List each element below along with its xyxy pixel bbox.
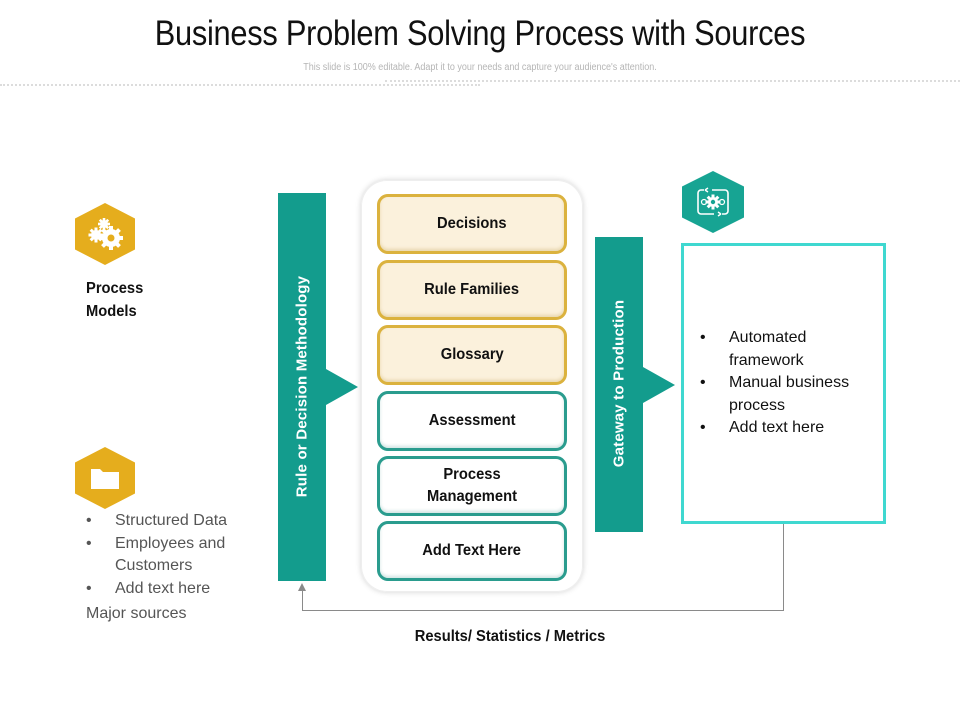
stage-rule-families: Rule Families <box>377 260 567 320</box>
methodology-bar-label: Rule or Decision Methodology <box>293 275 311 498</box>
automation-hex <box>682 171 744 233</box>
gateway-arrow <box>643 367 675 403</box>
slide-title: Business Problem Solving Process with So… <box>154 14 806 53</box>
stage-label: Rule Families <box>424 281 520 298</box>
stage-assessment: Assessment <box>377 391 567 451</box>
header-divider-right <box>385 80 960 82</box>
feedback-label: Results/ Statistics / Metrics <box>414 628 606 645</box>
process-models-hex <box>75 203 135 265</box>
header-divider-left <box>0 84 480 86</box>
major-sources-caption: Major sources <box>86 605 187 622</box>
stage-decisions: Decisions <box>377 194 567 254</box>
stage-label: Decisions <box>437 215 507 232</box>
methodology-arrow <box>326 369 358 405</box>
source-item: Employees and Customers <box>86 533 266 578</box>
gateway-bar-label: Gateway to Production <box>610 299 628 468</box>
output-item: Add text here <box>700 417 880 440</box>
output-item: Automated framework <box>700 327 880 372</box>
feedback-line-horizontal <box>302 610 784 611</box>
stage-glossary: Glossary <box>377 325 567 385</box>
stage-label: Add Text Here <box>422 542 522 559</box>
source-item: Add text here <box>86 578 266 601</box>
folder-icon <box>91 469 119 489</box>
output-list: Automated framework Manual business proc… <box>700 327 880 440</box>
gears-icon <box>88 218 123 250</box>
slide-subtitle: This slide is 100% editable. Adapt it to… <box>303 62 657 73</box>
stage-label: Assessment <box>428 412 516 429</box>
feedback-line-down <box>783 524 784 611</box>
process-models-label: Process Models <box>86 277 143 323</box>
source-item: Structured Data <box>86 510 266 533</box>
gateway-bar <box>595 237 643 532</box>
major-sources-list: Structured Data Employees and Customers … <box>86 510 266 600</box>
methodology-bar <box>278 193 326 581</box>
process-models-label-line2: Models <box>86 303 137 320</box>
automation-gear-icon <box>697 187 729 217</box>
stage-label: Process Management <box>427 466 517 505</box>
feedback-line-up <box>302 590 303 611</box>
major-sources-hex <box>75 447 135 509</box>
feedback-arrowhead <box>298 583 306 591</box>
stage-label: Glossary <box>440 346 504 363</box>
stage-add-text: Add Text Here <box>377 521 567 581</box>
stage-process-management: Process Management <box>377 456 567 516</box>
output-item: Manual business process <box>700 372 880 417</box>
process-models-label-line1: Process <box>86 280 144 297</box>
